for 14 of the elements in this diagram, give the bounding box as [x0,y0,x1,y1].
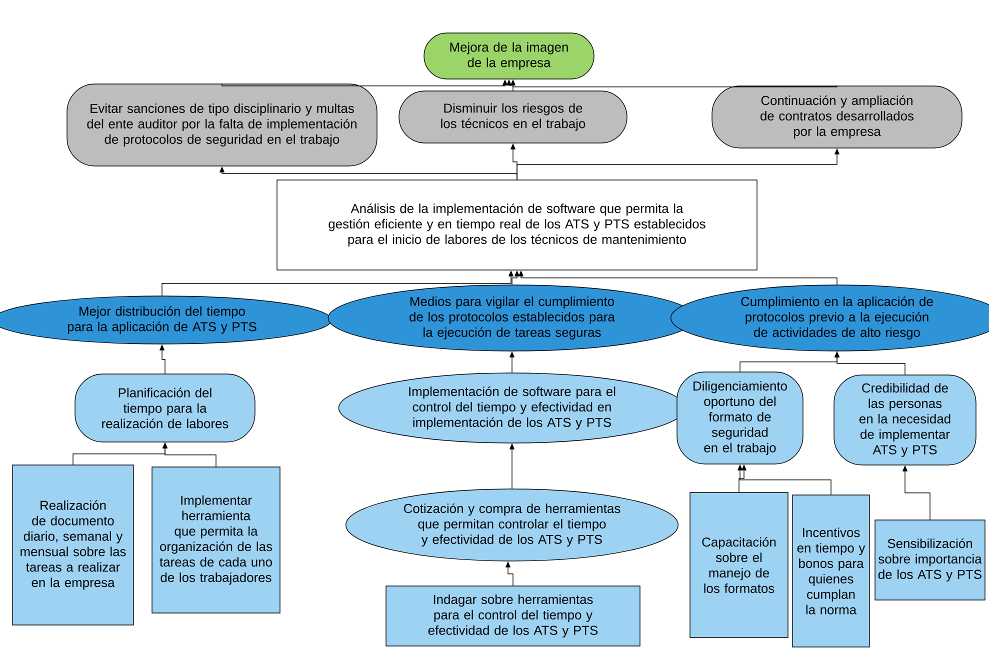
action-box: Implementar herramienta que permita la organización de las tareas de cada uno de los trabajadores [152,466,280,614]
action-box: Sensibilización sobre importancia de los ATS y PTS [874,520,986,600]
means-capsule: Diligenciamiento oportuno del formato de seguridad en el trabajo [676,372,804,464]
means-capsule: Planificación del tiempo para la realización de labores [74,374,256,442]
action-box: Capacitación sobre el manejo de los formatos [690,492,788,638]
action-box: Realización de documento diario, semanal y mensual sobre las tareas a realizar en la empresa [12,464,134,626]
goal-capsule: Mejora de la imagen de la empresa [424,32,594,80]
effect-capsule: Evitar sanciones de tipo disciplinario y multas del ente auditor por la falta de implementación de protocolos de seguridad en el trabajo [66,84,378,166]
means-capsule: Credibilidad de las personas en la necesidad de implementar ATS y PTS [834,374,976,466]
problem-box: Análisis de la implementación de software que permita la gestión eficiente y en tiempo real de los ATS y PTS establecidos para el inicio de labores de los técnicos de mantenimiento [276,180,758,270]
action-box: Incentivos en tiempo y bonos para quienes cumplan la norma [792,494,870,648]
effect-capsule: Disminuir los riesgos de los técnicos en el trabajo [398,90,628,144]
effect-capsule: Continuación y ampliación de contratos desarrollados por la empresa [712,86,962,148]
action-box: Indagar sobre herramientas para el control del tiempo y efectividad de los ATS y PTS [386,586,640,646]
